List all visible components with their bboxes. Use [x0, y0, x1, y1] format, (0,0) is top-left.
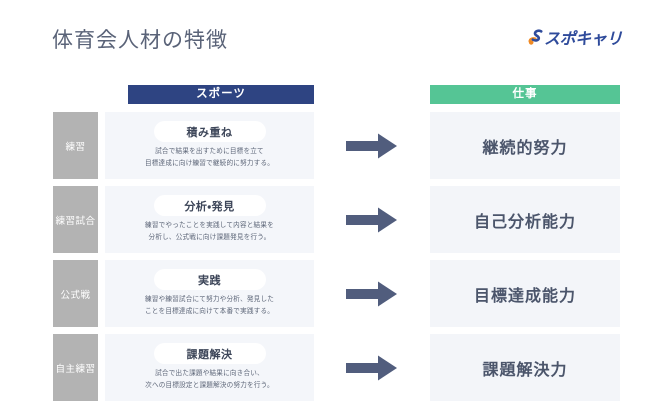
page-title: 体育会人材の特徴	[52, 29, 228, 52]
sports-title: 積み重ね	[186, 126, 233, 139]
brand-name: スポキャリ	[543, 31, 622, 48]
stage-box: 練習	[53, 112, 98, 179]
table-row: 練習試合 分析・発見 練習でやったことを実践して内容と結果を 分析し、公式戦に向…	[0, 186, 650, 253]
sports-description-line1: 試合で結果を出すために目標を立て	[155, 148, 264, 156]
sports-title: 分析・発見	[184, 200, 235, 213]
table-row: 練習 積み重ね 試合で結果を出すために目標を立て 目標達成に向け練習で継続的に努…	[0, 112, 650, 179]
skill-label: 目標達成能力	[473, 287, 576, 305]
sports-title-pill: 課題解決	[153, 343, 266, 365]
column-header-work: 仕事	[430, 85, 620, 104]
skill-box: 自己分析能力	[430, 186, 620, 253]
sports-description-line1: 練習や練習試合にて努力や分析、発見した	[144, 296, 275, 304]
sports-description: 練習でやったことを実践して内容と結果を 分析し、公式戦に向け課題発見を行う。	[145, 220, 274, 243]
logo-swoosh-icon	[528, 27, 545, 47]
arrow-right-icon	[336, 186, 408, 253]
sports-panel: 課題解決 試合で出た課題や結果に向き合い、 次への目標設定と課題解決の努力を行う…	[105, 334, 314, 401]
sports-description-line2: ことを目標達成に向けて本番で実践する。	[144, 308, 275, 315]
sports-description-line1: 練習でやったことを実践して内容と結果を	[145, 222, 274, 230]
stage-box: 練習試合	[53, 186, 98, 253]
sports-panel: 実践 練習や練習試合にて努力や分析、発見した ことを目標達成に向けて本番で実践す…	[105, 260, 314, 327]
skill-label: 継続的努力	[482, 139, 568, 157]
sports-panel: 積み重ね 試合で結果を出すために目標を立て 目標達成に向け練習で継続的に努力する…	[105, 112, 314, 179]
stage-box: 自主練習	[53, 334, 98, 401]
sports-title-pill: 積み重ね	[153, 121, 266, 143]
stage-label: 公式戦	[60, 289, 91, 301]
table-row: 公式戦 実践 練習や練習試合にて努力や分析、発見した ことを目標達成に向けて本番…	[0, 260, 650, 327]
skill-box: 課題解決力	[430, 334, 620, 401]
comparison-rows: 練習 積み重ね 試合で結果を出すために目標を立て 目標達成に向け練習で継続的に努…	[0, 112, 650, 408]
stage-box: 公式戦	[53, 260, 98, 327]
sports-description: 練習や練習試合にて努力や分析、発見した ことを目標達成に向けて本番で実践する。	[145, 294, 274, 317]
skill-label: 課題解決力	[482, 361, 568, 379]
sports-panel: 分析・発見 練習でやったことを実践して内容と結果を 分析し、公式戦に向け課題発見…	[105, 186, 314, 253]
sports-title: 実践	[198, 274, 221, 287]
sports-description-line2: 分析し、公式戦に向け課題発見を行う。	[148, 234, 271, 241]
column-header-sports: スポーツ	[128, 85, 314, 104]
skill-box: 継続的努力	[430, 112, 620, 179]
sports-title: 課題解決	[186, 348, 233, 361]
sports-description-line2: 次への目標設定と課題解決の努力を行う。	[145, 382, 274, 389]
arrow-right-icon	[336, 260, 408, 327]
skill-box: 目標達成能力	[430, 260, 620, 327]
sports-description: 試合で出た課題や結果に向き合い、 次への目標設定と課題解決の努力を行う。	[145, 368, 274, 391]
stage-label: 自主練習	[55, 363, 96, 375]
skill-label: 自己分析能力	[473, 213, 576, 231]
page-header: 体育会人材の特徴 スポキャリ	[0, 0, 650, 70]
sports-title-pill: 実践	[153, 269, 266, 291]
stage-label: 練習試合	[55, 215, 96, 227]
sports-description: 試合で結果を出すために目標を立て 目標達成に向け練習で継続的に努力する。	[145, 146, 274, 169]
sports-description-line1: 試合で出た課題や結果に向き合い、	[155, 370, 264, 378]
arrow-right-icon	[336, 334, 408, 401]
arrow-right-icon	[336, 112, 408, 179]
brand-logo: スポキャリ	[528, 26, 622, 48]
table-row: 自主練習 課題解決 試合で出た課題や結果に向き合い、 次への目標設定と課題解決の…	[0, 334, 650, 401]
sports-description-line2: 目標達成に向け練習で継続的に努力する。	[144, 160, 275, 167]
stage-label: 練習	[65, 141, 86, 153]
sports-title-pill: 分析・発見	[153, 195, 266, 217]
